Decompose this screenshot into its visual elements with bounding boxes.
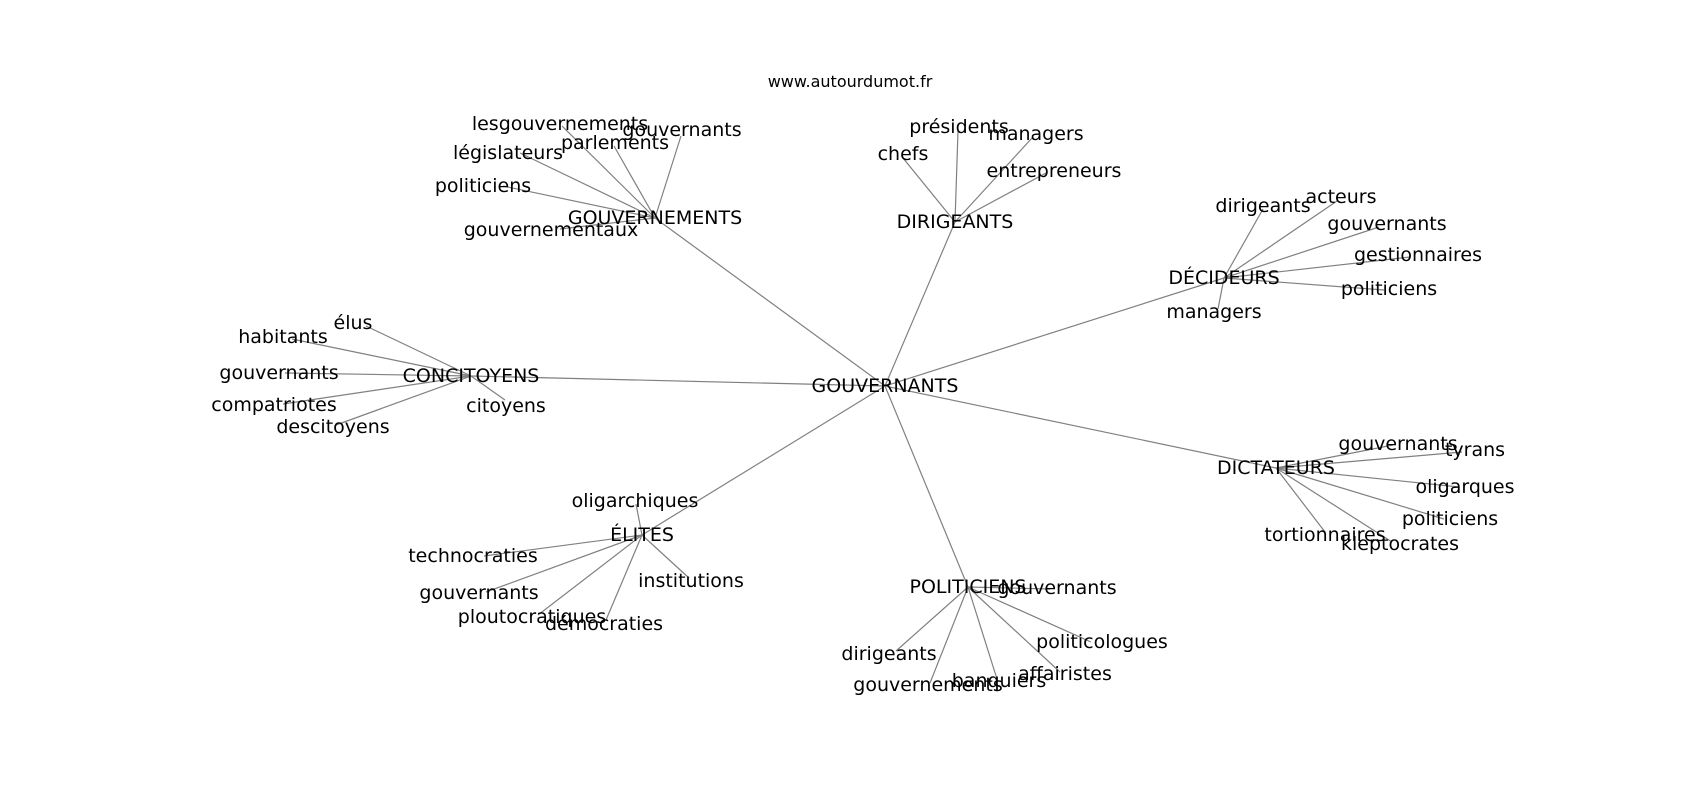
- term-node-label: technocraties: [408, 545, 538, 567]
- site-url: www.autourdumot.fr: [767, 72, 933, 91]
- edge-root-to-group: [470, 375, 886, 387]
- term-node-label: démocraties: [545, 613, 663, 635]
- term-node-label: gouvernements: [853, 674, 1002, 696]
- term-node-label: dirigeants: [841, 643, 936, 665]
- edge-group-to-term: [967, 586, 1092, 643]
- edge-group-to-term: [967, 586, 1051, 590]
- term-node-label: politiciens: [1341, 278, 1437, 300]
- group-node-label: CONCITOYENS: [403, 365, 540, 387]
- term-node-label: entrepreneurs: [987, 160, 1122, 182]
- edge-group-to-term: [1223, 200, 1338, 279]
- edge-group-to-term: [1275, 467, 1445, 520]
- edge-root-to-group: [654, 217, 886, 387]
- term-node-label: politiciens: [435, 175, 531, 197]
- term-node-label: lesgouvernements: [472, 113, 648, 135]
- edge-group-to-term: [613, 145, 656, 219]
- term-node-label: gouvernementaux: [464, 219, 639, 241]
- edge-group-to-term: [485, 534, 643, 593]
- term-node-label: politicologues: [1036, 631, 1168, 653]
- edge-group-to-term: [929, 586, 969, 684]
- edge-group-to-term: [654, 135, 682, 219]
- term-node-label: kleptocrates: [1341, 533, 1459, 555]
- term-node-label: dirigeants: [1215, 195, 1310, 217]
- group-node-label: DIRIGEANTS: [897, 211, 1014, 233]
- edge-group-to-term: [902, 157, 956, 223]
- term-node-label: citoyens: [466, 395, 546, 417]
- term-node-label: gouvernants: [219, 362, 338, 384]
- term-node-label: gouvernants: [997, 577, 1116, 599]
- edge-root-to-group: [884, 385, 1277, 469]
- term-node-label: gouvernants: [1327, 213, 1446, 235]
- term-node-label: parlements: [561, 132, 669, 154]
- term-node-label: habitants: [238, 326, 328, 348]
- edge-group-to-term: [954, 172, 1047, 223]
- term-node-label: acteurs: [1306, 186, 1377, 208]
- root-node-label: GOUVERNANTS: [812, 375, 959, 397]
- term-node-label: gouvernants: [1338, 433, 1457, 455]
- edge-group-to-term: [967, 586, 1061, 673]
- group-node-label: DICTATEURS: [1217, 457, 1335, 479]
- term-node-label: présidents: [909, 116, 1008, 138]
- edge-root-to-group: [884, 221, 956, 387]
- edge-group-to-term: [895, 586, 969, 652]
- term-node-label: chefs: [878, 143, 929, 165]
- edge-group-to-term: [1275, 467, 1393, 543]
- edge-group-to-term: [641, 534, 690, 579]
- graph-labels: GOUVERNANTS GOUVERNEMENTS lesgouvernements…: [211, 113, 1514, 696]
- term-node-label: managers: [988, 123, 1083, 145]
- edge-group-to-term: [1275, 467, 1460, 488]
- graph-edges: [282, 125, 1463, 684]
- edge-group-to-term: [967, 586, 998, 680]
- edge-group-to-term: [1275, 451, 1463, 469]
- group-node-label: POLITICIENS: [910, 576, 1027, 598]
- edge-group-to-term: [954, 137, 1033, 223]
- term-node-label: législateurs: [453, 142, 563, 164]
- edge-group-to-term: [502, 185, 656, 219]
- term-node-label: gestionnaires: [1354, 244, 1482, 266]
- edge-group-to-term: [282, 375, 472, 405]
- edge-root-to-group: [641, 385, 886, 536]
- edge-group-to-term: [559, 217, 656, 230]
- edge-group-to-term: [483, 534, 643, 557]
- term-node-label: descitoyens: [276, 416, 389, 438]
- edge-root-to-group: [884, 277, 1225, 387]
- term-node-label: affairistes: [1018, 663, 1112, 685]
- edge-group-to-term: [470, 375, 506, 401]
- term-node-label: oligarques: [1415, 476, 1514, 498]
- edge-group-to-term: [1275, 467, 1326, 533]
- group-node-label: ÉLITES: [610, 523, 674, 546]
- term-node-label: banquiers: [952, 670, 1047, 692]
- term-node-label: politiciens: [1402, 508, 1498, 530]
- edge-group-to-term: [1275, 444, 1394, 469]
- term-node-label: ploutocratiques: [458, 606, 606, 628]
- group-node-label: DÉCIDEURS: [1168, 266, 1279, 289]
- edge-group-to-term: [954, 130, 959, 223]
- group-node-label: GOUVERNEMENTS: [568, 207, 742, 229]
- edge-group-to-term: [537, 534, 643, 616]
- term-node-label: oligarchiques: [572, 490, 699, 512]
- edge-group-to-term: [1217, 277, 1225, 310]
- edge-group-to-term: [1223, 226, 1380, 279]
- edge-group-to-term: [1223, 277, 1385, 291]
- edge-group-to-term: [365, 325, 472, 377]
- edge-group-to-term: [335, 375, 472, 426]
- edge-root-to-group: [884, 385, 969, 588]
- term-node-label: managers: [1166, 301, 1261, 323]
- term-node-label: gouvernants: [419, 582, 538, 604]
- term-node-label: élus: [334, 312, 373, 334]
- edge-group-to-term: [519, 152, 656, 219]
- term-node-label: tortionnaires: [1264, 524, 1385, 546]
- edge-group-to-term: [635, 503, 643, 536]
- term-node-label: gouvernants: [622, 119, 741, 141]
- edge-group-to-term: [284, 372, 472, 377]
- edge-group-to-term: [291, 338, 472, 377]
- edge-group-to-term: [605, 534, 643, 621]
- edge-group-to-term: [561, 125, 656, 219]
- term-node-label: tyrans: [1445, 439, 1505, 461]
- term-node-label: compatriotes: [211, 394, 337, 416]
- term-node-label: institutions: [638, 570, 744, 592]
- edge-group-to-term: [1223, 256, 1411, 279]
- edge-group-to-term: [1223, 208, 1264, 279]
